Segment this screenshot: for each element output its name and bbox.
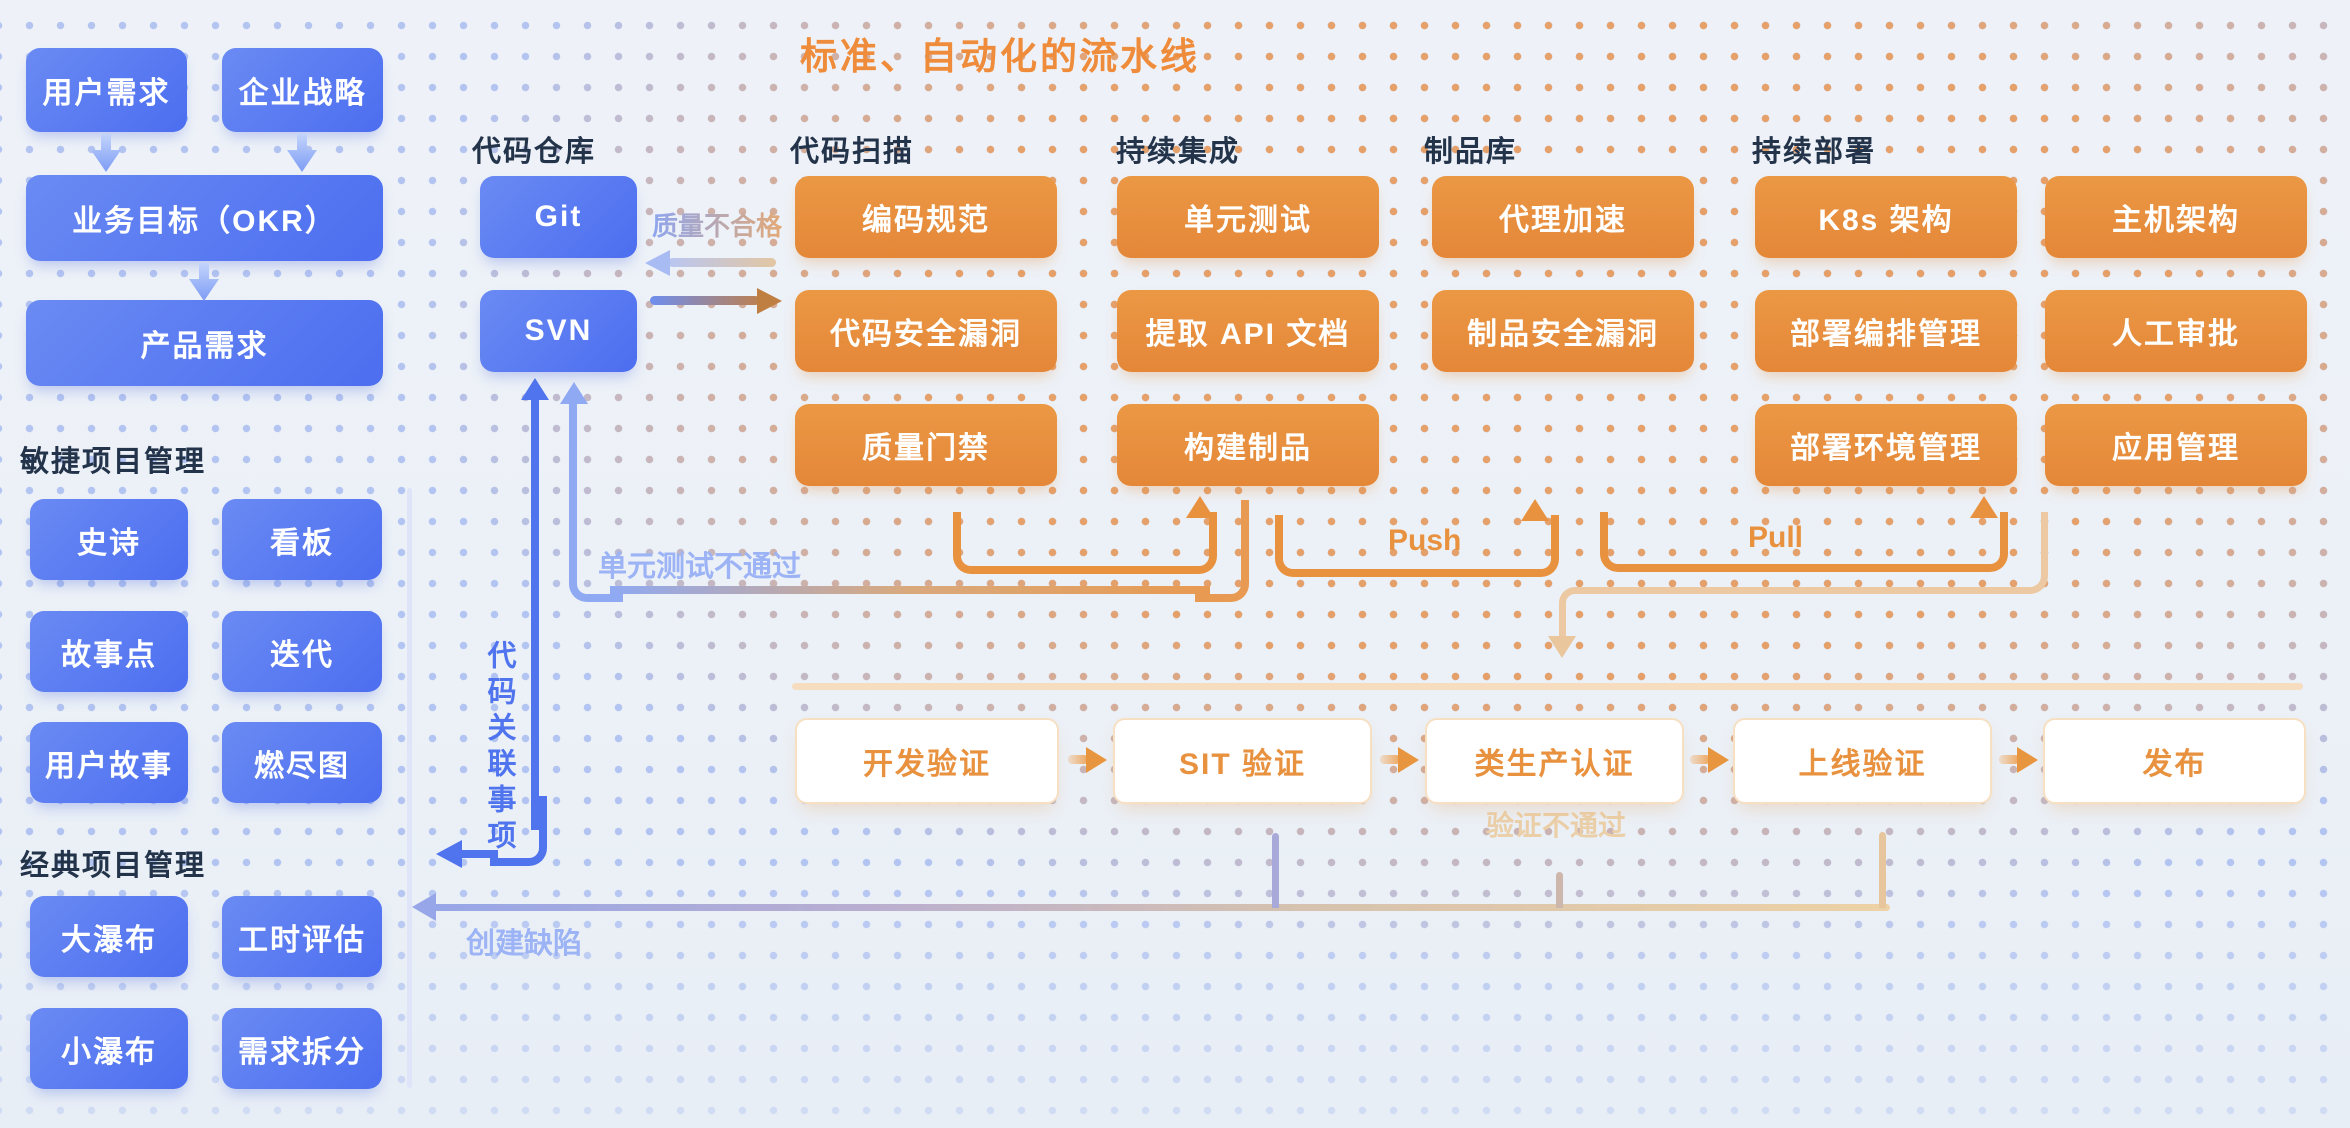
column-header-cd: 持续部署 — [1752, 136, 1877, 168]
card-app-management[interactable]: 应用管理 — [2045, 404, 2307, 486]
card-burndown-chart[interactable]: 燃尽图 — [222, 722, 382, 803]
card-user-requirement[interactable]: 用户需求 — [26, 48, 187, 132]
stage-sit-verification[interactable]: SIT 验证 — [1113, 718, 1372, 804]
card-product-requirement[interactable]: 产品需求 — [26, 300, 383, 386]
card-enterprise-strategy[interactable]: 企业战略 — [222, 48, 383, 132]
arrow-right-icon — [1398, 747, 1419, 773]
column-header-artifact-repo: 制品库 — [1424, 136, 1518, 168]
card-unit-test[interactable]: 单元测试 — [1117, 176, 1379, 258]
unit-test-fail-horizontal — [610, 586, 1210, 594]
stage-golive-verification[interactable]: 上线验证 — [1733, 718, 1992, 804]
arrow-left-icon — [436, 840, 462, 868]
card-svn[interactable]: SVN — [480, 290, 637, 372]
card-small-waterfall[interactable]: 小瀑布 — [30, 1008, 188, 1089]
edge-label-pull: Pull — [1748, 521, 1804, 554]
card-big-waterfall[interactable]: 大瀑布 — [30, 896, 188, 977]
connector-quality-gate-to-ci — [953, 512, 1217, 574]
card-manual-approval[interactable]: 人工审批 — [2045, 290, 2307, 372]
card-artifact-vulnerability[interactable]: 制品安全漏洞 — [1432, 290, 1694, 372]
card-hour-estimate[interactable]: 工时评估 — [222, 896, 382, 977]
card-k8s-architecture[interactable]: K8s 架构 — [1755, 176, 2017, 258]
verify-fail-stub-preprod — [1556, 872, 1563, 908]
edge-label-verify-fail: 验证不通过 — [1486, 810, 1627, 841]
arrow-to-scan-stem — [650, 296, 760, 305]
down-arrow-icon — [91, 134, 121, 172]
connector-deploy-down-2 — [1559, 587, 1606, 646]
stage-arrow-stem — [1690, 755, 1710, 764]
code-link-corner — [490, 796, 547, 866]
unit-test-fail-vertical — [569, 402, 577, 562]
edge-label-unit-test-fail: 单元测试不通过 — [598, 551, 802, 583]
verification-rail — [792, 683, 2303, 690]
stage-dev-verification[interactable]: 开发验证 — [795, 718, 1059, 804]
edge-label-create-defect: 创建缺陷 — [466, 928, 583, 960]
verify-fail-rail — [428, 904, 1890, 911]
card-git[interactable]: Git — [480, 176, 637, 258]
stage-preprod-certification[interactable]: 类生产认证 — [1425, 718, 1684, 804]
section-heading-classic: 经典项目管理 — [20, 850, 207, 882]
card-epic[interactable]: 史诗 — [30, 499, 188, 580]
arrow-right-icon — [2017, 747, 2038, 773]
down-arrow-icon — [287, 134, 317, 172]
vertical-divider — [407, 488, 412, 1088]
unit-test-fail-corner-right — [1195, 500, 1249, 602]
arrow-right-icon — [1086, 747, 1107, 773]
arrow-up-icon — [1521, 499, 1549, 521]
card-iteration[interactable]: 迭代 — [222, 611, 382, 692]
card-host-architecture[interactable]: 主机架构 — [2045, 176, 2307, 258]
arrow-to-repo-stem — [668, 258, 776, 267]
card-story-points[interactable]: 故事点 — [30, 611, 188, 692]
card-code-vulnerability[interactable]: 代码安全漏洞 — [795, 290, 1057, 372]
card-requirement-split[interactable]: 需求拆分 — [222, 1008, 382, 1089]
arrow-right-icon — [1708, 747, 1729, 773]
arrow-right-icon — [757, 288, 782, 314]
edge-label-code-link: 代码关联事项 — [483, 640, 515, 856]
verify-fail-stub-golive — [1879, 832, 1886, 908]
edge-label-push: Push — [1388, 524, 1462, 557]
card-kanban[interactable]: 看板 — [222, 499, 382, 580]
card-extract-api-doc[interactable]: 提取 API 文档 — [1117, 290, 1379, 372]
card-build-artifact[interactable]: 构建制品 — [1117, 404, 1379, 486]
code-link-horizontal — [458, 850, 498, 858]
card-business-okr[interactable]: 业务目标（OKR） — [26, 175, 383, 261]
column-header-code-scan: 代码扫描 — [790, 136, 915, 168]
card-proxy-acceleration[interactable]: 代理加速 — [1432, 176, 1694, 258]
stage-release[interactable]: 发布 — [2043, 718, 2306, 804]
connector-push — [1275, 515, 1559, 577]
section-heading-agile: 敏捷项目管理 — [20, 446, 207, 478]
card-user-story[interactable]: 用户故事 — [30, 722, 188, 803]
code-link-vertical — [531, 398, 539, 830]
arrow-up-icon — [560, 382, 588, 404]
connector-pull — [1600, 512, 2008, 572]
column-header-ci: 持续集成 — [1116, 136, 1241, 168]
arrow-left-icon — [645, 250, 670, 276]
arrow-up-icon — [1970, 496, 1998, 518]
column-header-code-repo: 代码仓库 — [472, 136, 597, 168]
arrow-left-icon — [412, 893, 436, 921]
card-deploy-orchestration[interactable]: 部署编排管理 — [1755, 290, 2017, 372]
page-title: 标准、自动化的流水线 — [800, 36, 1200, 77]
arrow-up-icon — [521, 378, 549, 400]
stage-arrow-stem — [1380, 755, 1400, 764]
stage-arrow-stem — [1068, 755, 1088, 764]
down-arrow-icon — [189, 263, 219, 301]
unit-test-fail-corner-left — [569, 540, 623, 602]
card-deploy-environment[interactable]: 部署环境管理 — [1755, 404, 2017, 486]
card-coding-standard[interactable]: 编码规范 — [795, 176, 1057, 258]
stage-arrow-stem — [1999, 755, 2019, 764]
arrow-down-icon — [1548, 636, 1576, 658]
card-quality-gate[interactable]: 质量门禁 — [795, 404, 1057, 486]
connector-deploy-down-1 — [1580, 512, 2048, 594]
verify-fail-stub-sit — [1272, 833, 1279, 908]
edge-label-quality-fail: 质量不合格 — [652, 206, 782, 243]
